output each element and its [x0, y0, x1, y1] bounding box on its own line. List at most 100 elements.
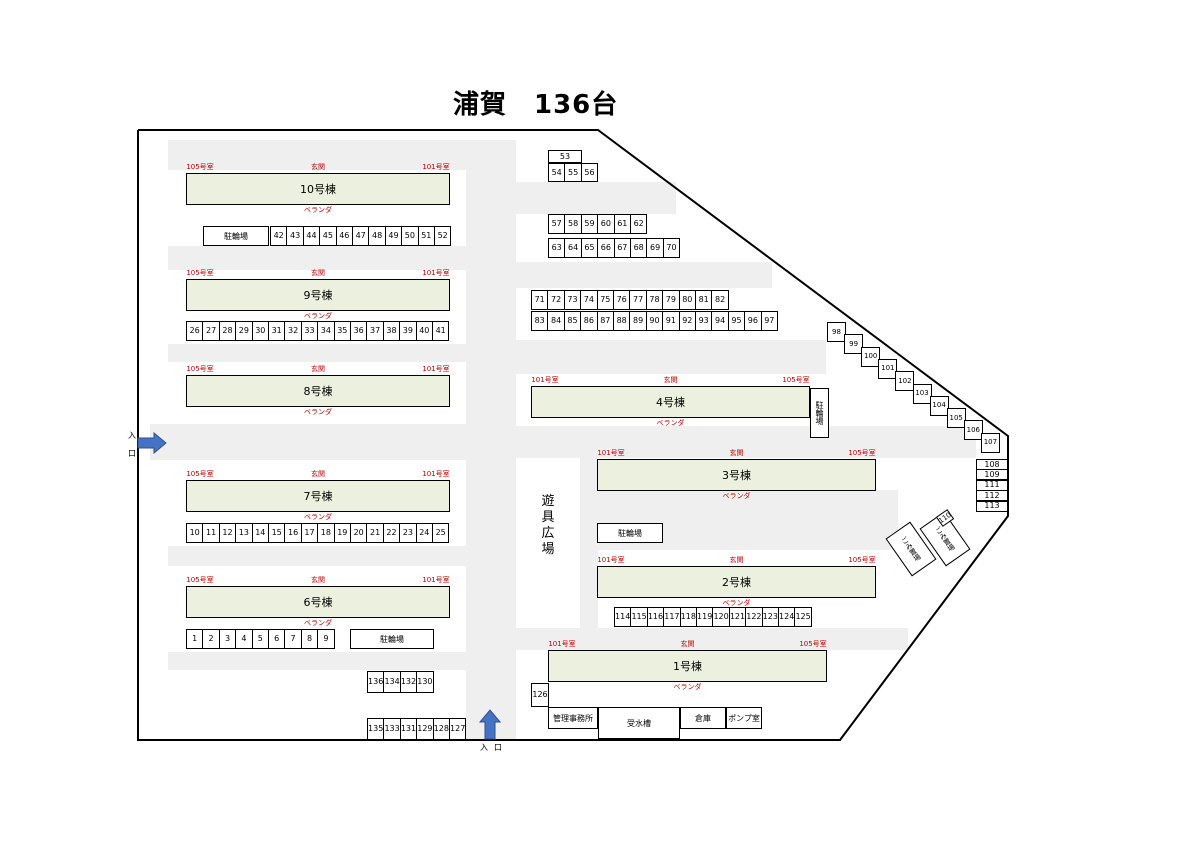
parking-stall: 77: [629, 290, 647, 310]
room-label-left: 105号室: [186, 269, 214, 277]
parking-stall: 84: [547, 311, 565, 331]
parking-stall: 96: [744, 311, 762, 331]
bicycle-parking: 駐輪場: [350, 629, 434, 649]
building-b7: 7号棟: [186, 480, 450, 512]
parking-stall: 44: [302, 226, 321, 246]
parking-stall: 23: [399, 523, 417, 543]
veranda-label: ベランダ: [722, 492, 751, 500]
warehouse: 倉庫: [680, 707, 726, 729]
parking-stall: 113: [976, 500, 1008, 512]
parking-stall: 18: [317, 523, 335, 543]
genkan-label: 玄関: [311, 269, 325, 277]
parking-stall: 126: [531, 683, 549, 707]
parking-stall: 26: [186, 321, 204, 341]
entrance-label: 口: [128, 449, 136, 458]
parking-stall: 35: [333, 321, 351, 341]
genkan-label: 玄関: [311, 365, 325, 373]
bicycle-parking: 駐輪場: [597, 523, 663, 543]
parking-stall: 13: [235, 523, 253, 543]
parking-stall: 30: [251, 321, 269, 341]
parking-stall: 72: [547, 290, 565, 310]
room-label-right: 105号室: [799, 640, 827, 648]
road: [168, 546, 516, 566]
parking-stall: 129: [416, 718, 434, 740]
road: [168, 652, 468, 670]
parking-stall: 97: [760, 311, 778, 331]
room-label-right: 101号室: [422, 269, 450, 277]
parking-stall: 134: [383, 671, 401, 693]
parking-stall: 36: [350, 321, 368, 341]
parking-stall: 22: [382, 523, 401, 543]
garbage-label: ごみ置場: [933, 525, 957, 553]
veranda-label: ベランダ: [304, 206, 332, 214]
parking-stall: 86: [580, 311, 598, 331]
parking-stall: 55: [564, 163, 582, 182]
parking-stall: 65: [580, 238, 599, 258]
parking-stall: 122: [745, 607, 763, 627]
parking-stall: 89: [629, 311, 647, 331]
parking-stall: 41: [432, 321, 450, 341]
road: [516, 340, 826, 374]
parking-stall: 67: [613, 238, 631, 258]
bicycle-label: 駐輪場: [815, 401, 824, 425]
parking-stall: 116: [646, 607, 665, 627]
entrance-label: 口: [494, 743, 502, 752]
garbage-label: ごみ置場: [899, 535, 923, 563]
parking-stall: 100: [861, 346, 881, 367]
road: [150, 424, 516, 460]
entrance-arrow-right: [137, 432, 167, 454]
parking-stall: 61: [613, 214, 631, 234]
parking-stall: 99: [844, 334, 864, 355]
road: [516, 628, 908, 650]
parking-stall: 98: [827, 322, 846, 342]
parking-stall: 83: [531, 311, 549, 331]
room-label-left: 105号室: [186, 163, 214, 171]
parking-stall: 9: [317, 629, 335, 649]
parking-stall: 106: [963, 420, 983, 441]
veranda-label: ベランダ: [304, 513, 332, 521]
parking-stall: 133: [383, 718, 401, 740]
parking-stall: 50: [401, 226, 419, 246]
parking-stall: 28: [218, 321, 237, 341]
parking-stall: 75: [596, 290, 614, 310]
office: 管理事務所: [548, 707, 598, 729]
room-label-right: 101号室: [422, 576, 450, 584]
parking-stall: 102: [895, 371, 915, 392]
parking-stall: 81: [695, 290, 713, 310]
pump-room: ポンプ室: [726, 707, 762, 729]
parking-stall: 119: [696, 607, 714, 627]
parking-stall: 25: [432, 523, 450, 543]
parking-stall: 29: [235, 321, 253, 341]
veranda-label: ベランダ: [304, 619, 332, 627]
parking-stall: 15: [268, 523, 286, 543]
page-title: 浦賀 136台: [453, 90, 619, 120]
parking-stall: 107: [980, 432, 1000, 453]
genkan-label: 玄関: [311, 163, 325, 171]
building-b9: 9号棟: [186, 279, 450, 311]
parking-stall: 115: [630, 607, 648, 627]
parking-stall: 31: [268, 321, 286, 341]
parking-stall: 57: [548, 214, 566, 234]
parking-stall: 135: [367, 718, 385, 740]
road: [466, 140, 516, 740]
parking-stall: 46: [335, 226, 353, 246]
parking-stall: 120: [712, 607, 730, 627]
building-b8: 8号棟: [186, 375, 450, 407]
parking-stall: 87: [596, 311, 614, 331]
parking-stall: 101: [878, 358, 898, 379]
parking-stall: 49: [384, 226, 403, 246]
parking-stall: 132: [399, 671, 418, 693]
parking-stall: 10: [186, 523, 204, 543]
parking-stall: 48: [368, 226, 386, 246]
parking-stall: 80: [678, 290, 696, 310]
entrance-label: 入: [128, 431, 136, 440]
parking-stall: 17: [300, 523, 319, 543]
road: [516, 262, 772, 288]
road: [580, 458, 598, 628]
building-b3: 3号棟: [597, 459, 876, 491]
parking-stall: 70: [662, 238, 681, 258]
parking-stall: 130: [416, 671, 434, 693]
parking-stall: 6: [268, 629, 286, 649]
parking-stall: 104: [929, 395, 949, 416]
